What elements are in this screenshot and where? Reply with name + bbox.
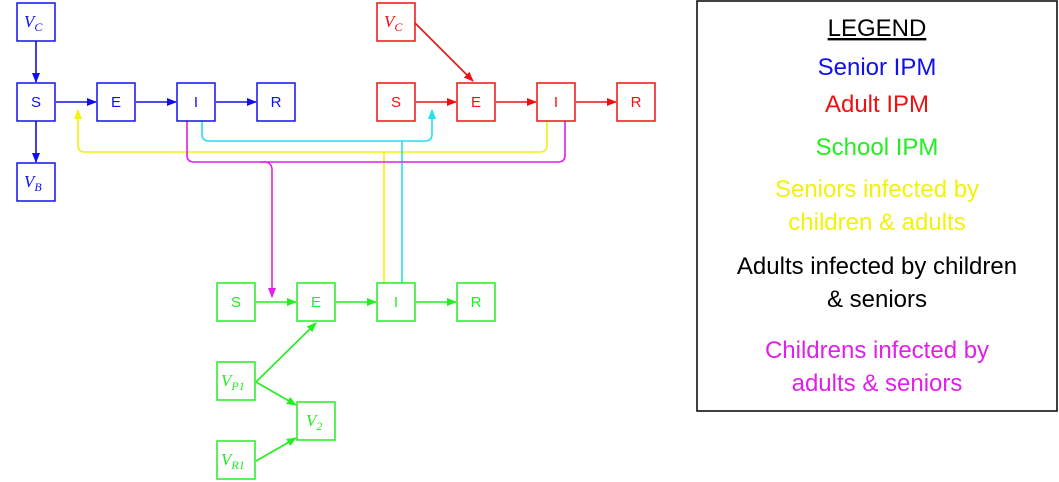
- legend-school: School IPM: [816, 134, 939, 161]
- legend-children-infected-line1: Childrens infected by: [765, 337, 989, 364]
- svg-text:VC: VC: [384, 12, 403, 34]
- svg-text:S: S: [231, 294, 241, 311]
- svg-text:I: I: [394, 294, 398, 311]
- svg-text:R: R: [271, 94, 282, 111]
- svg-text:S: S: [31, 94, 41, 111]
- legend-seniors-infected-line2: children & adults: [788, 209, 965, 236]
- adult-vc-node: VC: [376, 2, 416, 42]
- school-e-node: E: [296, 282, 336, 322]
- senior-r-node: R: [256, 82, 296, 122]
- school-ipm-group: S E I R VP1 V2 VR1: [216, 282, 496, 480]
- school-vp1-to-e-arrow: [255, 322, 317, 383]
- svg-text:S: S: [391, 94, 401, 111]
- adult-vc-to-e-arrow: [413, 21, 474, 82]
- legend-adults-infected-line2: & seniors: [827, 286, 927, 313]
- cyan-connector-senior-i: [201, 109, 436, 142]
- legend-seniors-infected-line1: Seniors infected by: [775, 176, 979, 203]
- svg-text:VC: VC: [24, 12, 43, 34]
- magenta-connector-senior-i: [186, 121, 276, 298]
- svg-text:V2: V2: [306, 411, 322, 433]
- legend-adult: Adult IPM: [825, 91, 929, 118]
- school-vr1-node: VR1: [216, 440, 256, 480]
- school-v2-node: V2: [296, 401, 336, 441]
- senior-e-node: E: [96, 82, 136, 122]
- senior-ipm-group: VC S VB E I R: [16, 2, 296, 202]
- legend-senior: Senior IPM: [818, 54, 937, 81]
- svg-text:I: I: [554, 94, 558, 111]
- magenta-connector-adult-i: [260, 121, 566, 163]
- svg-text:VP1: VP1: [221, 371, 245, 393]
- adult-r-node: R: [616, 82, 656, 122]
- senior-s-node: S: [16, 82, 56, 122]
- svg-text:R: R: [471, 294, 482, 311]
- senior-i-node: I: [176, 82, 216, 122]
- svg-text:E: E: [111, 94, 121, 111]
- yellow-connector-adult-i: [74, 109, 548, 153]
- svg-text:VR1: VR1: [221, 450, 245, 472]
- adult-ipm-group: VC S E I R: [376, 2, 656, 122]
- school-r-node: R: [456, 282, 496, 322]
- svg-text:E: E: [471, 94, 481, 111]
- legend-adults-infected-line1: Adults infected by children: [737, 253, 1017, 280]
- adult-s-node: S: [376, 82, 416, 122]
- school-vp1-to-v2-arrow: [255, 381, 297, 406]
- school-i-node: I: [376, 282, 416, 322]
- legend: LEGEND Senior IPM Adult IPM School IPM S…: [696, 0, 1058, 412]
- svg-text:R: R: [631, 94, 642, 111]
- senior-vc-node: VC: [16, 2, 56, 42]
- senior-vb-node: VB: [16, 162, 56, 202]
- adult-e-node: E: [456, 82, 496, 122]
- svg-text:I: I: [194, 94, 198, 111]
- svg-text:VB: VB: [24, 172, 42, 194]
- school-s-node: S: [216, 282, 256, 322]
- school-vp1-node: VP1: [216, 361, 256, 401]
- legend-children-infected-line2: adults & seniors: [792, 370, 963, 397]
- svg-text:E: E: [311, 294, 321, 311]
- legend-title: LEGEND: [828, 15, 927, 42]
- adult-i-node: I: [536, 82, 576, 122]
- school-vr1-to-v2-arrow: [255, 437, 297, 462]
